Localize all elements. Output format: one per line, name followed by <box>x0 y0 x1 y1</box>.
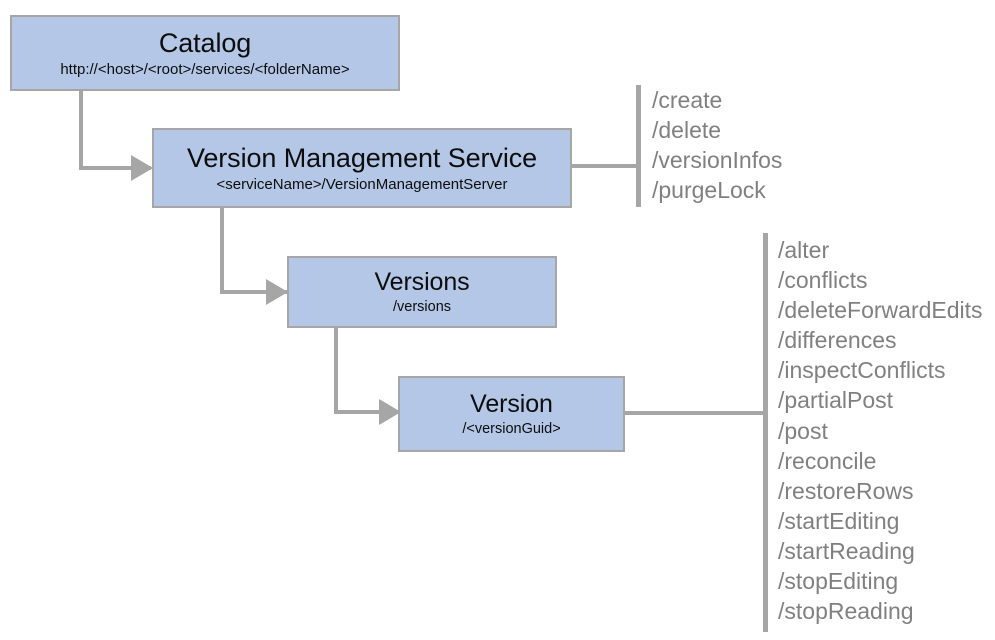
node-version[interactable]: Version /<versionGuid> <box>398 376 625 452</box>
operation-item[interactable]: /differences <box>778 327 897 354</box>
operation-item[interactable]: /inspectConflicts <box>778 357 946 384</box>
operation-item[interactable]: /stopEditing <box>778 568 899 595</box>
connector-catalog-to-service-vertical <box>79 88 83 170</box>
node-catalog-subtitle: http://<host>/<root>/services/<folderNam… <box>60 60 350 78</box>
connector-version-to-operations <box>623 411 766 415</box>
node-version-management-service[interactable]: Version Management Service <serviceName>… <box>152 128 572 208</box>
arrowhead-versions-to-version <box>379 399 401 425</box>
node-version-title: Version <box>470 390 553 419</box>
node-version-management-service-title: Version Management Service <box>186 142 538 173</box>
operation-item[interactable]: /stopReading <box>778 598 914 625</box>
operation-item[interactable]: /startEditing <box>778 507 900 534</box>
bracket-version-operations <box>763 233 768 632</box>
connector-service-to-operations <box>571 164 639 168</box>
operation-list-service: /create /delete /versionInfos /purgeLock <box>652 85 782 205</box>
connector-catalog-to-service-horizontal <box>79 166 151 170</box>
node-version-subtitle: /<versionGuid> <box>462 421 561 438</box>
operation-item[interactable]: /restoreRows <box>778 477 914 504</box>
node-catalog-title: Catalog <box>158 27 252 58</box>
operation-item[interactable]: /partialPost <box>778 387 894 414</box>
connector-service-to-versions-horizontal <box>220 290 288 294</box>
operation-item[interactable]: /conflicts <box>778 267 868 294</box>
node-catalog[interactable]: Catalog http://<host>/<root>/services/<f… <box>10 15 400 91</box>
node-versions-title: Versions <box>374 268 470 297</box>
operation-item[interactable]: /create <box>652 87 723 113</box>
connector-versions-to-version-horizontal <box>334 410 400 414</box>
node-versions-subtitle: /versions <box>392 299 452 316</box>
operation-item[interactable]: /alter <box>778 237 830 263</box>
arrowhead-catalog-to-service <box>131 155 153 181</box>
operation-item[interactable]: /deleteForwardEdits <box>778 297 983 324</box>
connector-service-to-versions-vertical <box>220 206 224 294</box>
operation-item[interactable]: /post <box>778 417 828 444</box>
operation-item[interactable]: /delete <box>652 117 722 143</box>
connector-versions-to-version-vertical <box>334 328 338 414</box>
arrowhead-service-to-versions <box>266 279 288 305</box>
bracket-service-operations <box>636 85 641 207</box>
node-version-management-service-subtitle: <serviceName>/VersionManagementServer <box>216 175 508 193</box>
operation-item[interactable]: /versionInfos <box>652 147 783 173</box>
operation-item[interactable]: /reconcile <box>778 447 877 474</box>
operation-item[interactable]: /purgeLock <box>652 177 766 203</box>
node-versions[interactable]: Versions /versions <box>287 256 557 328</box>
operation-item[interactable]: /startReading <box>778 537 915 564</box>
operation-list-version: /alter /conflicts /deleteForwardEdits /d… <box>778 235 983 626</box>
